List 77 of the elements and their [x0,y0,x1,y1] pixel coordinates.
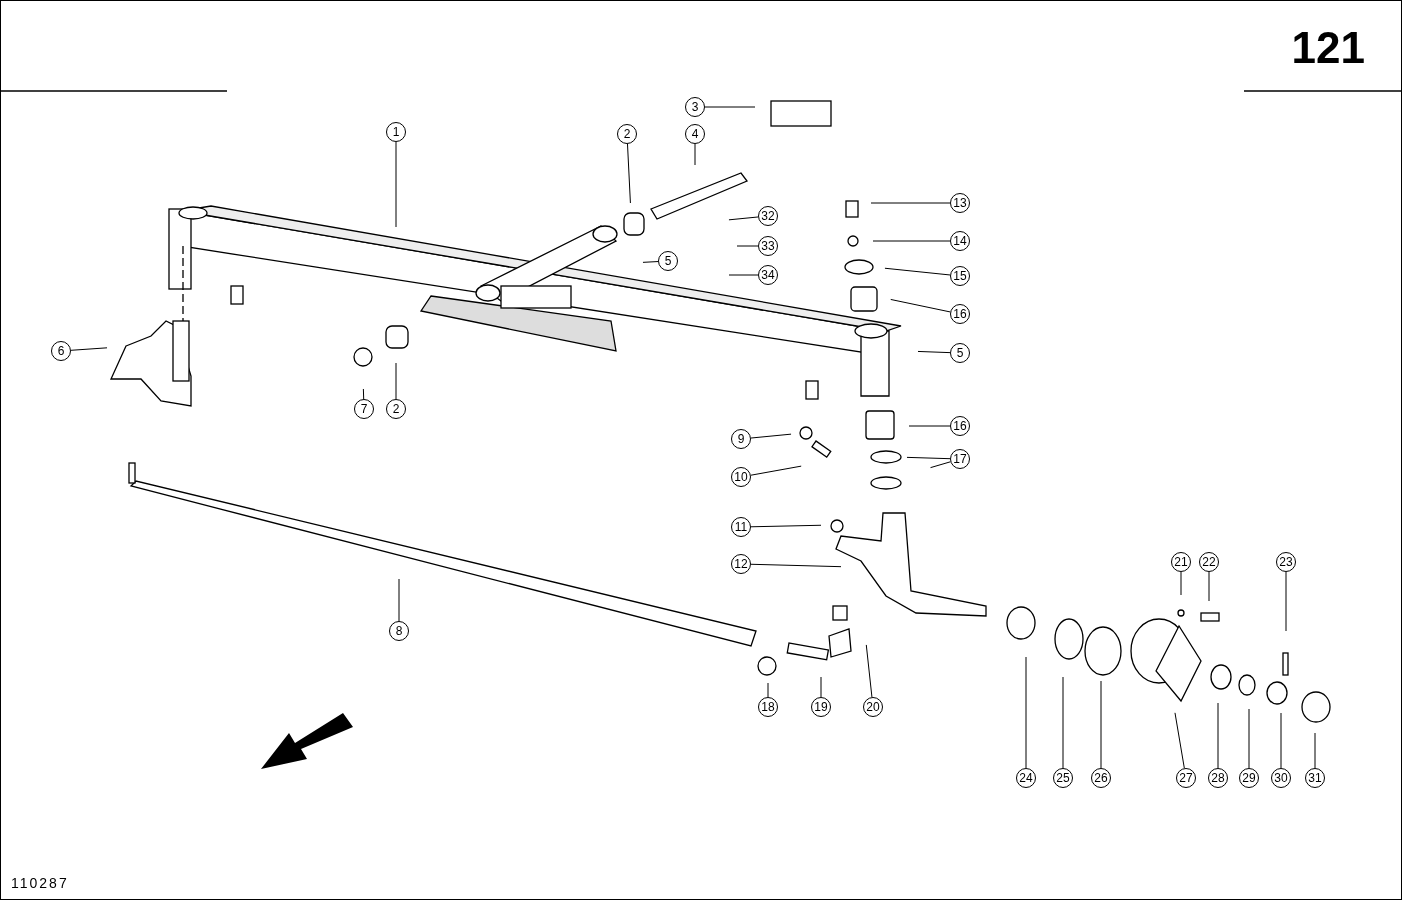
leader-line [750,465,802,476]
callout-number: 18 [758,697,778,717]
leader-line [872,240,951,242]
leader-line [642,261,659,263]
leader-line [884,267,951,276]
callout-number: 4 [685,124,705,144]
leader-line [917,350,951,354]
callout-number: 9 [731,429,751,449]
leader-line [728,216,759,221]
callout-number: 22 [1199,552,1219,572]
callout-number: 5 [950,343,970,363]
leader-line [704,106,756,108]
callout-number: 15 [950,266,970,286]
callout-number: 3 [685,97,705,117]
callout-number: 14 [950,231,970,251]
callout-number: 25 [1053,768,1073,788]
callout-number: 6 [51,341,71,361]
callout-number: 16 [950,416,970,436]
leader-line [890,298,951,313]
callout-number: 16 [950,304,970,324]
leader-line [750,524,822,528]
leader-line [865,644,873,698]
callout-number: 27 [1176,768,1196,788]
callout-number: 5 [658,251,678,271]
leader-line [1100,680,1102,769]
callout-number: 2 [617,124,637,144]
callout-number: 1 [386,122,406,142]
callout-number: 26 [1091,768,1111,788]
callout-number: 33 [758,236,778,256]
leader-line [395,141,397,228]
callout-number: 13 [950,193,970,213]
callout-number: 20 [863,697,883,717]
leader-line [1025,656,1027,769]
callout-number: 30 [1271,768,1291,788]
callout-number: 17 [950,449,970,469]
leader-line [767,682,769,698]
leader-line [694,143,696,166]
leader-line [1248,708,1250,769]
callout-number: 8 [389,621,409,641]
leader-line [1285,571,1287,632]
leader-line [728,274,759,276]
leader-line [70,347,108,351]
leader-line [1208,571,1210,602]
leader-line [1217,702,1219,769]
leader-line [362,388,365,400]
drawing-number: 110287 [11,875,69,891]
callout-number: 10 [731,467,751,487]
leader-line [906,456,951,460]
leader-line [750,433,792,439]
leader-line [750,563,842,568]
leader-line [398,578,400,622]
leader-line [1280,712,1282,769]
callout-number: 11 [731,517,751,537]
leader-line [908,425,951,427]
callout-number: 12 [731,554,751,574]
leader-line [870,202,951,204]
callout-number: 7 [354,399,374,419]
leader-line [1314,732,1316,769]
leader-line [1174,712,1185,769]
callout-number: 29 [1239,768,1259,788]
leader-line [736,245,759,247]
leader-line [1062,676,1064,769]
callout-number: 24 [1016,768,1036,788]
leader-line [627,143,631,204]
callout-number: 32 [758,206,778,226]
callout-number: 19 [811,697,831,717]
callout-number: 34 [758,265,778,285]
callout-number: 21 [1171,552,1191,572]
leader-line [395,362,397,400]
leader-line [1180,571,1182,596]
callout-number: 31 [1305,768,1325,788]
leader-line [930,461,951,469]
callout-number: 2 [386,399,406,419]
callout-number: 28 [1208,768,1228,788]
leader-line [820,676,822,698]
callout-number: 23 [1276,552,1296,572]
page-number: 121 [1291,23,1365,73]
